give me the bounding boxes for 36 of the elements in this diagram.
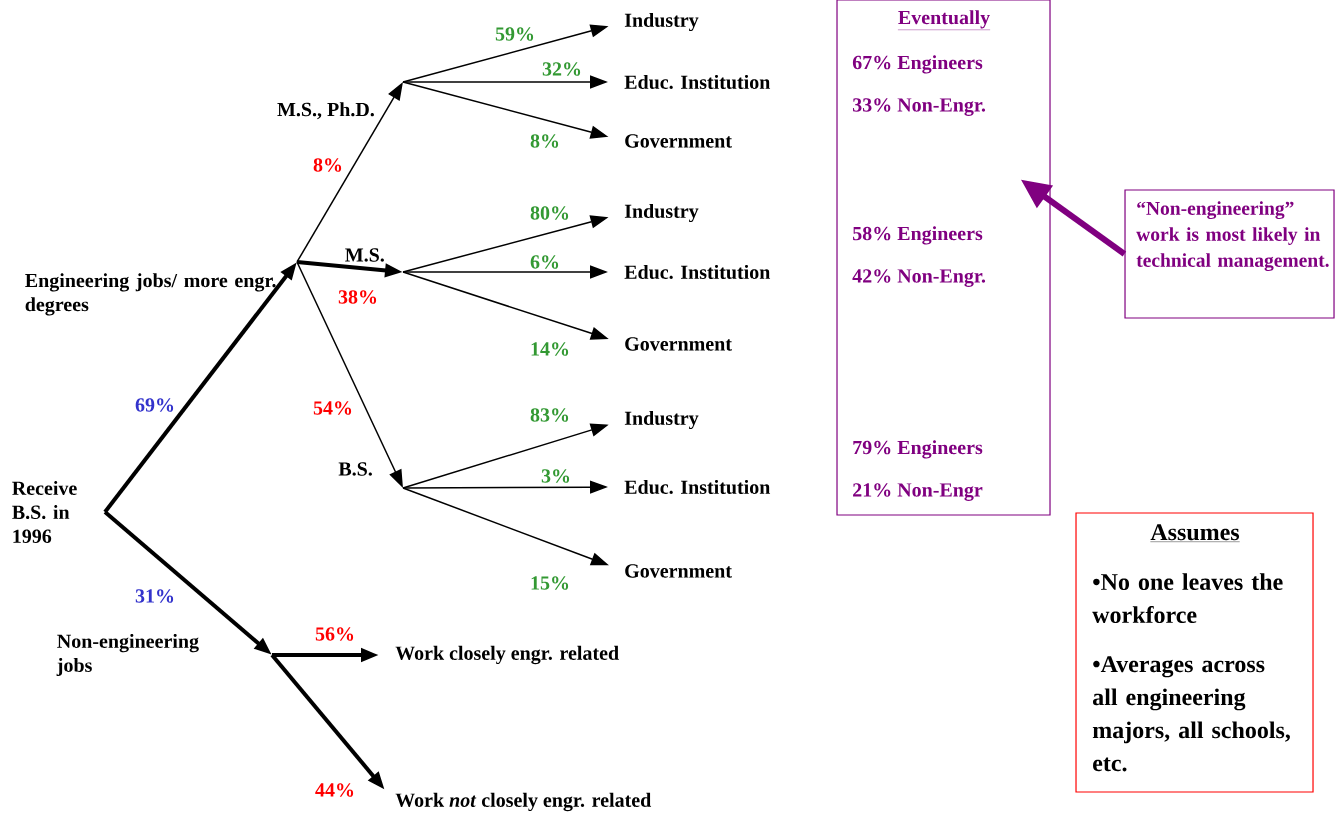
branch-label: Non-engineering jobs bbox=[56, 633, 199, 677]
edge-label: 80% bbox=[529, 205, 571, 221]
edge-label: 56% bbox=[314, 626, 356, 642]
edge-label: 59% bbox=[494, 26, 536, 42]
edge-label: 14% bbox=[529, 341, 571, 357]
edge-label: 83% bbox=[529, 407, 571, 423]
outcome-label: Government bbox=[625, 564, 732, 578]
branch-label: M.S., Ph.D. bbox=[277, 102, 374, 120]
outcome-label: Educ. Institution bbox=[624, 74, 771, 90]
outcome-label: Government bbox=[625, 134, 732, 148]
outcome-label: Educ. Institution bbox=[624, 479, 771, 495]
edge-label: 54% bbox=[312, 400, 354, 416]
outcome-label: Industry bbox=[624, 203, 699, 223]
edge-label: 38% bbox=[337, 289, 379, 305]
edge-label: 8% bbox=[312, 157, 344, 173]
edge-label: 31% bbox=[134, 588, 176, 604]
note-box: “Non-engineering” work is most likely in technical management. bbox=[1124, 189, 1335, 319]
outcome-label: Industry bbox=[624, 410, 699, 430]
branch-label: Receive B.S. in 1996 bbox=[12, 480, 77, 544]
outcome-label: Government bbox=[625, 337, 732, 351]
branch-label: M.S. bbox=[345, 248, 384, 262]
assumption-box: Assumes •No one leaves the workforce •Averages across all engineering majors, all schools, etc. bbox=[1075, 512, 1314, 793]
edge-label: 8% bbox=[529, 133, 561, 149]
edge-label: 69% bbox=[134, 397, 176, 413]
edge-label: 32% bbox=[541, 61, 583, 77]
edge-label: 15% bbox=[529, 575, 571, 591]
branch-label: Engineering jobs/ more engr. degrees bbox=[25, 273, 276, 316]
outcome-label: Educ. Institution bbox=[624, 264, 771, 280]
summary-box: Eventually 67% Engineers 33% Non-Engr. 58% Engineers 42% Non-Engr. 79% Engineers 21% Non-Engr bbox=[836, 0, 1051, 516]
edge-label: 6% bbox=[529, 254, 561, 270]
outcome-label: Work closely engr. related bbox=[395, 645, 619, 665]
edge-label: 3% bbox=[540, 468, 572, 484]
edge-label: 44% bbox=[314, 782, 356, 798]
branch-label: B.S. bbox=[338, 462, 372, 476]
outcome-label: Industry bbox=[624, 12, 699, 32]
outcome-label: Work not closely engr. related bbox=[395, 792, 652, 812]
